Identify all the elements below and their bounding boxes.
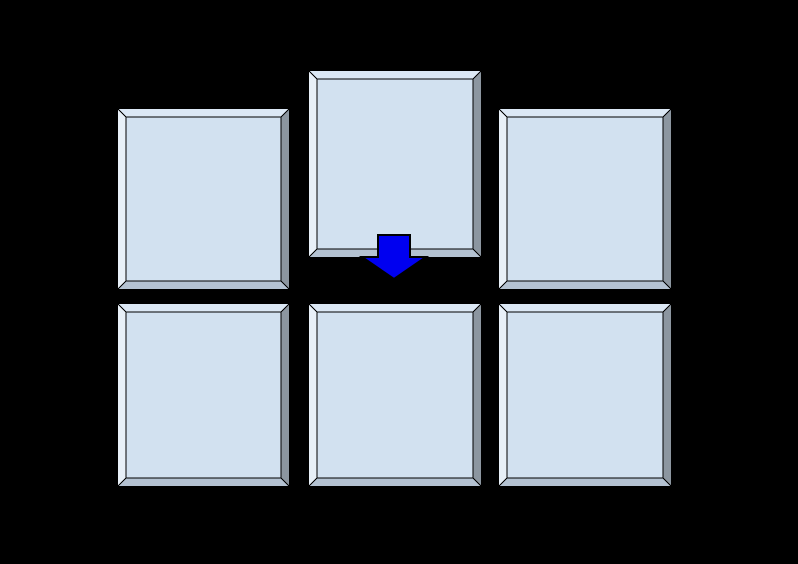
panel-top-middle-face [316, 78, 474, 250]
panel-bottom-left-bevel-top [117, 303, 290, 313]
panel-top-right-bevel-left [498, 108, 508, 290]
panel-top-middle-bevel-left [308, 70, 318, 258]
panel-bottom-left[interactable] [117, 303, 290, 487]
panel-top-right[interactable] [498, 108, 672, 290]
panel-top-left-bevel-right [280, 108, 290, 290]
panel-top-middle-bevel-top [308, 70, 482, 80]
panel-bottom-left-face [125, 311, 282, 479]
panel-top-middle-bevel-bottom [308, 248, 482, 258]
panel-bottom-right-bevel-left [498, 303, 508, 487]
panel-top-middle-bevel-right [472, 70, 482, 258]
panel-top-right-face [506, 116, 664, 282]
panel-bottom-middle-bevel-left [308, 303, 318, 487]
panel-top-left-bevel-bottom [117, 280, 290, 290]
panel-top-right-bevel-right [662, 108, 672, 290]
panel-top-left-bevel-top [117, 108, 290, 118]
panel-top-right-bevel-bottom [498, 280, 672, 290]
panel-top-middle[interactable] [308, 70, 482, 258]
panel-bottom-left-bevel-bottom [117, 477, 290, 487]
panel-bottom-left-bevel-right [280, 303, 290, 487]
panel-bottom-right-bevel-bottom [498, 477, 672, 487]
panel-bottom-right-bevel-top [498, 303, 672, 313]
panel-top-left-face [125, 116, 282, 282]
panel-top-left[interactable] [117, 108, 290, 290]
panel-bottom-middle[interactable] [308, 303, 482, 487]
panel-bottom-middle-face [316, 311, 474, 479]
panel-bottom-middle-bevel-top [308, 303, 482, 313]
panel-top-left-bevel-left [117, 108, 127, 290]
panel-bottom-right-face [506, 311, 664, 479]
panel-bottom-middle-bevel-right [472, 303, 482, 487]
panel-bottom-right[interactable] [498, 303, 672, 487]
panel-top-right-bevel-top [498, 108, 672, 118]
panel-bottom-right-bevel-right [662, 303, 672, 487]
panel-bottom-middle-bevel-bottom [308, 477, 482, 487]
panel-bottom-left-bevel-left [117, 303, 127, 487]
